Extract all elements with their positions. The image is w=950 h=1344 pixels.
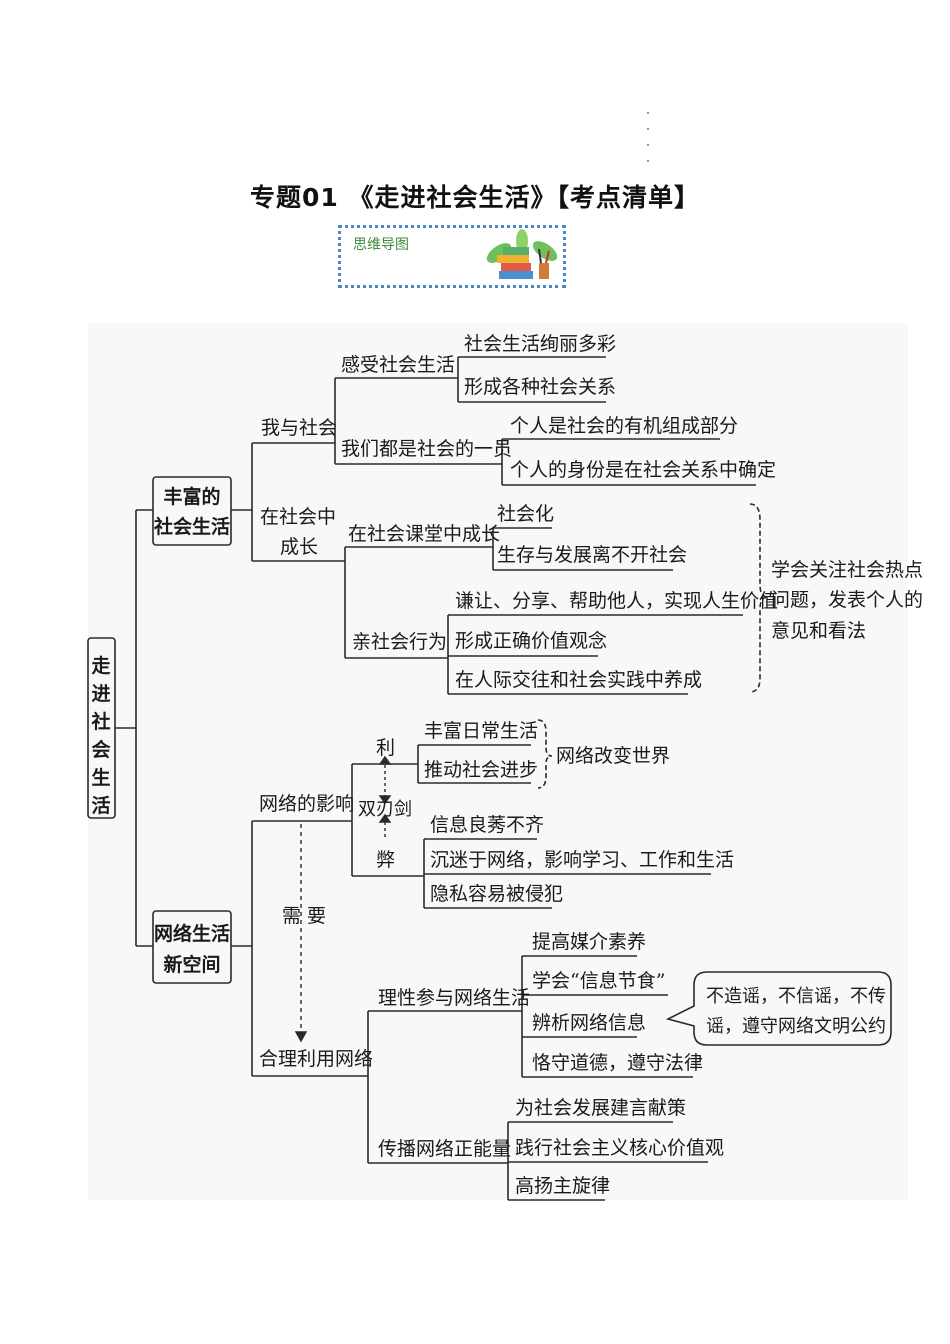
arrow-down-icon (294, 1031, 308, 1043)
node-li: 利 (376, 737, 395, 759)
leaf-4: 个人的身份是在社会关系中确定 (510, 459, 776, 481)
note-line-3: 意见和看法 (771, 620, 866, 642)
leaf-8: 形成正确价值观念 (455, 629, 607, 652)
arrow-down-icon (378, 795, 392, 805)
leaf-9: 在人际交往和社会实践中养成 (455, 669, 702, 691)
node-yiyuan: 我们都是社会的一员 (341, 438, 512, 460)
node-xuyao: 需 要 (282, 905, 326, 927)
books-plant-icon (486, 229, 558, 279)
note-line-1: 学会关注社会热点 (771, 559, 923, 581)
leaf-7: 谦让、分享、帮助他人，实现人生价值 (455, 590, 778, 612)
node-zai-shehui-2: 成长 (280, 536, 318, 558)
leaf-16: 学会“信息节食” (532, 970, 665, 992)
leaf-13: 沉迷于网络，影响学习、工作和生活 (430, 849, 734, 871)
node-shuangren: 双刃剑 (358, 799, 412, 820)
node-lixing: 理性参与网络生活 (378, 987, 530, 1009)
mind-map-label: 思维导图 (353, 237, 409, 253)
arrow-up-icon (378, 813, 392, 823)
leaf-10: 丰富日常生活 (424, 720, 538, 742)
note-network: 网络改变世界 (556, 745, 670, 767)
mind-map-panel (88, 323, 908, 1200)
node-heli: 合理利用网络 (259, 1048, 373, 1070)
branch2-label-1: 网络生活 (154, 922, 230, 945)
node-yingxiang: 网络的影响 (259, 793, 354, 815)
note-line-2: 问题，发表个人的 (771, 589, 923, 611)
leaf-11: 推动社会进步 (424, 759, 538, 781)
root-char-3: 社 (90, 710, 110, 733)
leaf-2: 形成各种社会关系 (464, 376, 616, 398)
branch2-label-2: 新空间 (163, 953, 220, 976)
root-char-2: 进 (91, 683, 110, 705)
callout-line-1: 不造谣，不信谣，不传 (706, 986, 886, 1007)
node-wo-yu-shehui: 我与社会 (261, 417, 337, 439)
branch1-label-1: 丰富的 (163, 485, 220, 508)
mind-map-badge: 思维导图 (338, 225, 566, 288)
root-char-1: 走 (91, 655, 110, 677)
leaf-3: 个人是社会的有机组成部分 (510, 415, 738, 437)
node-ganshou: 感受社会生活 (341, 354, 455, 376)
leaf-5: 社会化 (497, 503, 554, 525)
node-chuanbo: 传播网络正能量 (378, 1138, 511, 1160)
leaf-14: 隐私容易被侵犯 (430, 883, 563, 905)
root-char-4: 会 (91, 738, 110, 761)
node-zai-shehui-1: 在社会中 (260, 506, 336, 528)
leaf-6: 生存与发展离不开社会 (497, 544, 687, 566)
branch1-label-2: 社会生活 (153, 515, 230, 538)
node-bi: 弊 (376, 849, 395, 871)
root-char-5: 生 (91, 766, 110, 789)
node-ketang: 在社会课堂中成长 (348, 523, 500, 545)
leaf-15: 提高媒介素养 (532, 931, 646, 953)
callout-line-2: 谣，遵守网络文明公约 (706, 1016, 886, 1037)
root-char-6: 活 (91, 794, 110, 817)
leaf-19: 为社会发展建言献策 (515, 1097, 686, 1119)
leaf-21: 高扬主旋律 (515, 1175, 610, 1197)
leaf-18: 恪守道德，遵守法律 (532, 1052, 703, 1074)
page-title: 专题01 《走进社会生活》【考点清单】 (250, 183, 700, 212)
arrow-up-icon (378, 755, 392, 765)
leaf-1: 社会生活绚丽多彩 (464, 333, 616, 355)
leaf-12: 信息良莠不齐 (430, 814, 544, 836)
node-qin-shehui: 亲社会行为 (352, 631, 447, 653)
leaf-17: 辨析网络信息 (532, 1012, 646, 1034)
leaf-20: 践行社会主义核心价值观 (515, 1137, 724, 1159)
